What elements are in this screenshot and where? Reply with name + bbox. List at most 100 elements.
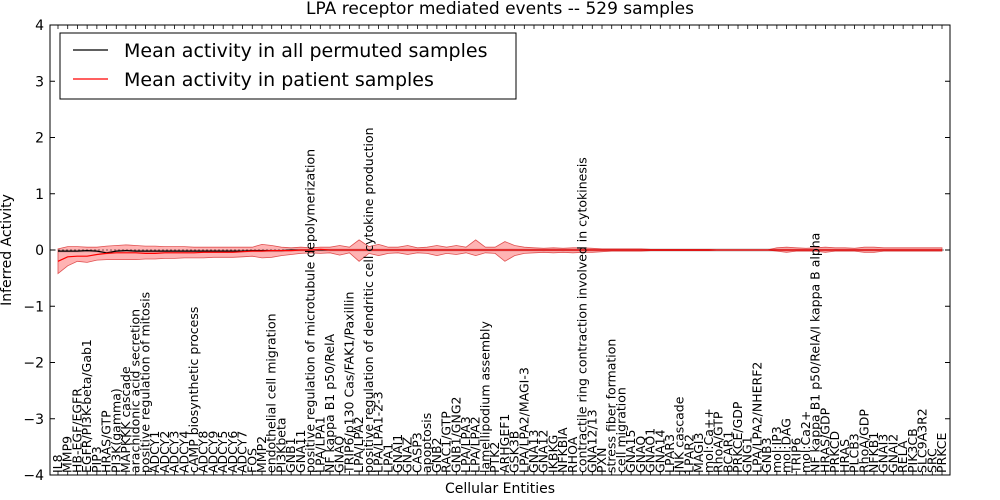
x-category-label: LPA/LPA1-2-3	[371, 391, 386, 473]
y-tick-label: 2	[35, 131, 44, 147]
x-category-label: ARHGEF1	[497, 414, 512, 473]
x-category-label: FOS	[244, 448, 259, 473]
x-category-label: positive regulation of dendritic cell cy…	[361, 127, 376, 473]
x-category-label: PXN	[594, 448, 609, 473]
x-category-label: GNA11	[293, 430, 308, 474]
x-category-label: GNAQ	[332, 436, 347, 473]
x-category-label: stress fiber formation	[604, 339, 619, 473]
x-category-label: TRIP6/p130 Cas/FAK1/Paxillin	[341, 292, 356, 474]
x-category-label: LPA/LPA1	[312, 416, 327, 473]
y-axis-label: Inferred Activity	[0, 194, 15, 306]
x-category-label: GSK3B	[507, 431, 522, 473]
x-category-label: CASP3	[409, 432, 424, 473]
x-category-label: LPA1	[380, 443, 395, 473]
x-category-label: MAPKKK cascade	[118, 366, 133, 473]
x-category-label: PRKCE/GDP	[730, 401, 745, 473]
x-category-label: GNG1	[740, 436, 755, 473]
x-category-label: GNB1	[283, 437, 298, 473]
x-category-label: RELA	[895, 440, 910, 473]
x-category-label: NFKB1	[866, 432, 881, 473]
x-category-label: GNB1/GNG2	[448, 397, 463, 473]
x-category-label: cell migration	[613, 387, 628, 473]
x-category-label: GNB2	[429, 437, 444, 473]
x-category-label: RhoA/GTP	[711, 411, 726, 473]
x-category-label: LPA/LPA2/MAGI-3	[516, 367, 531, 473]
x-category-label: ADCY8	[196, 431, 211, 473]
x-category-label: GNAI1	[390, 434, 405, 473]
x-category-label: ADCY9	[205, 431, 220, 473]
x-category-label: RhoA/GDP	[856, 409, 871, 473]
x-category-label: ADCY6	[225, 431, 240, 473]
x-category-label: JNK cascade	[672, 396, 687, 474]
y-tick-label: 0	[35, 243, 44, 259]
legend-label-permuted: Mean activity in all permuted samples	[124, 40, 487, 62]
y-tick-label: 3	[35, 74, 44, 90]
y-tick-label: 4	[35, 18, 44, 34]
x-category-label: apoptosis	[419, 413, 434, 473]
x-category-label: MMP9	[60, 436, 75, 473]
x-category-label: NFKBIA	[555, 427, 570, 473]
x-category-label: PI3Kbeta	[273, 417, 288, 473]
x-category-label: LPA/LPA3	[458, 416, 473, 473]
x-category-label: LPAR2	[681, 434, 696, 473]
x-category-label: PIK3CB	[905, 428, 920, 473]
x-category-label: PRKCD	[827, 431, 842, 473]
x-category-label: RAC1/GTP	[439, 411, 454, 473]
x-category-label: LPA/LPA2	[351, 416, 366, 473]
x-category-label: PI3K(gamma)	[108, 388, 123, 473]
legend-box	[59, 32, 517, 100]
x-category-label: PRKCE	[934, 433, 949, 473]
x-category-label: positive regulation of mitosis	[137, 292, 152, 473]
x-category-label: SLC9A3R2	[915, 408, 930, 473]
x-category-label: ADCY5	[215, 431, 230, 473]
x-category-label: HRAS/GTP	[99, 410, 114, 473]
x-category-label: TRIP6	[788, 437, 803, 474]
x-category-label: ADCY4	[176, 431, 191, 473]
x-category-label: NF kappa B1 p50/RelA/I kappa B alpha	[808, 233, 823, 473]
y-tick-label: −3	[23, 412, 44, 428]
x-category-label: endothelial cell migration	[264, 313, 279, 473]
x-axis-label: Cellular Entities	[445, 481, 555, 497]
x-category-label: NF kappa B1 p50/RelA	[322, 333, 337, 473]
x-category-label: ADCY1	[147, 431, 162, 473]
x-category-label: SRC	[924, 448, 939, 473]
y-tick-label: 1	[35, 187, 44, 203]
x-category-label: HRAS	[837, 439, 852, 473]
x-category-label: PTK2	[487, 442, 502, 473]
x-category-label: LPAR3	[662, 434, 677, 473]
x-category-label: positive regulation of microtubule depol…	[303, 149, 318, 473]
x-category-label: PIP3	[89, 446, 104, 473]
x-category-label: ADCY3	[167, 431, 182, 473]
x-category-label: EGFR/PI3K-beta/Gab1	[79, 339, 94, 473]
y-tick-label: −2	[23, 356, 44, 372]
x-category-label: RHOA	[565, 436, 580, 473]
x-category-label: ADCY2	[157, 431, 172, 473]
x-category-label: lamellipodium assembly	[477, 321, 492, 473]
series-line-patient	[57, 248, 942, 262]
x-category-label: LPA/LPA2/NHERF2	[749, 362, 764, 473]
x-category-label: GNAI2	[885, 434, 900, 473]
x-category-label: mol:IP3	[769, 426, 784, 473]
legend-label-patient: Mean activity in patient samples	[124, 69, 434, 91]
x-category-label: mol:Ca2+	[798, 411, 813, 473]
x-category-label: GNA14	[652, 429, 667, 473]
x-category-label: HB-EGF/EGFR	[69, 388, 84, 473]
x-category-label: GNAI3	[876, 434, 891, 473]
x-category-label: GNA12	[536, 430, 551, 474]
x-category-label: IKBKG	[545, 435, 560, 473]
y-tick-label: −1	[23, 299, 44, 315]
x-category-label: GNA12/13	[584, 409, 599, 473]
plot-area: −4−3−2−101234IL8MMP9HB-EGF/EGFREGFR/PI3K…	[23, 18, 951, 484]
x-category-label: mol:DAG	[779, 418, 794, 473]
x-category-label: GNA13	[526, 430, 541, 474]
x-category-label: arachidonic acid secretion	[128, 309, 143, 473]
x-category-label: GNA15	[623, 430, 638, 474]
x-category-label: GNAQ	[633, 436, 648, 473]
legend: Mean activity in all permuted samples Me…	[59, 32, 517, 100]
x-category-label: GNAZ	[400, 437, 415, 473]
chart-title: LPA receptor mediated events -- 529 samp…	[306, 0, 694, 19]
x-category-label: contractile ring contraction involved in…	[575, 157, 590, 473]
y-tick-label: −4	[23, 468, 44, 484]
x-category-label: GNB3	[759, 437, 774, 473]
